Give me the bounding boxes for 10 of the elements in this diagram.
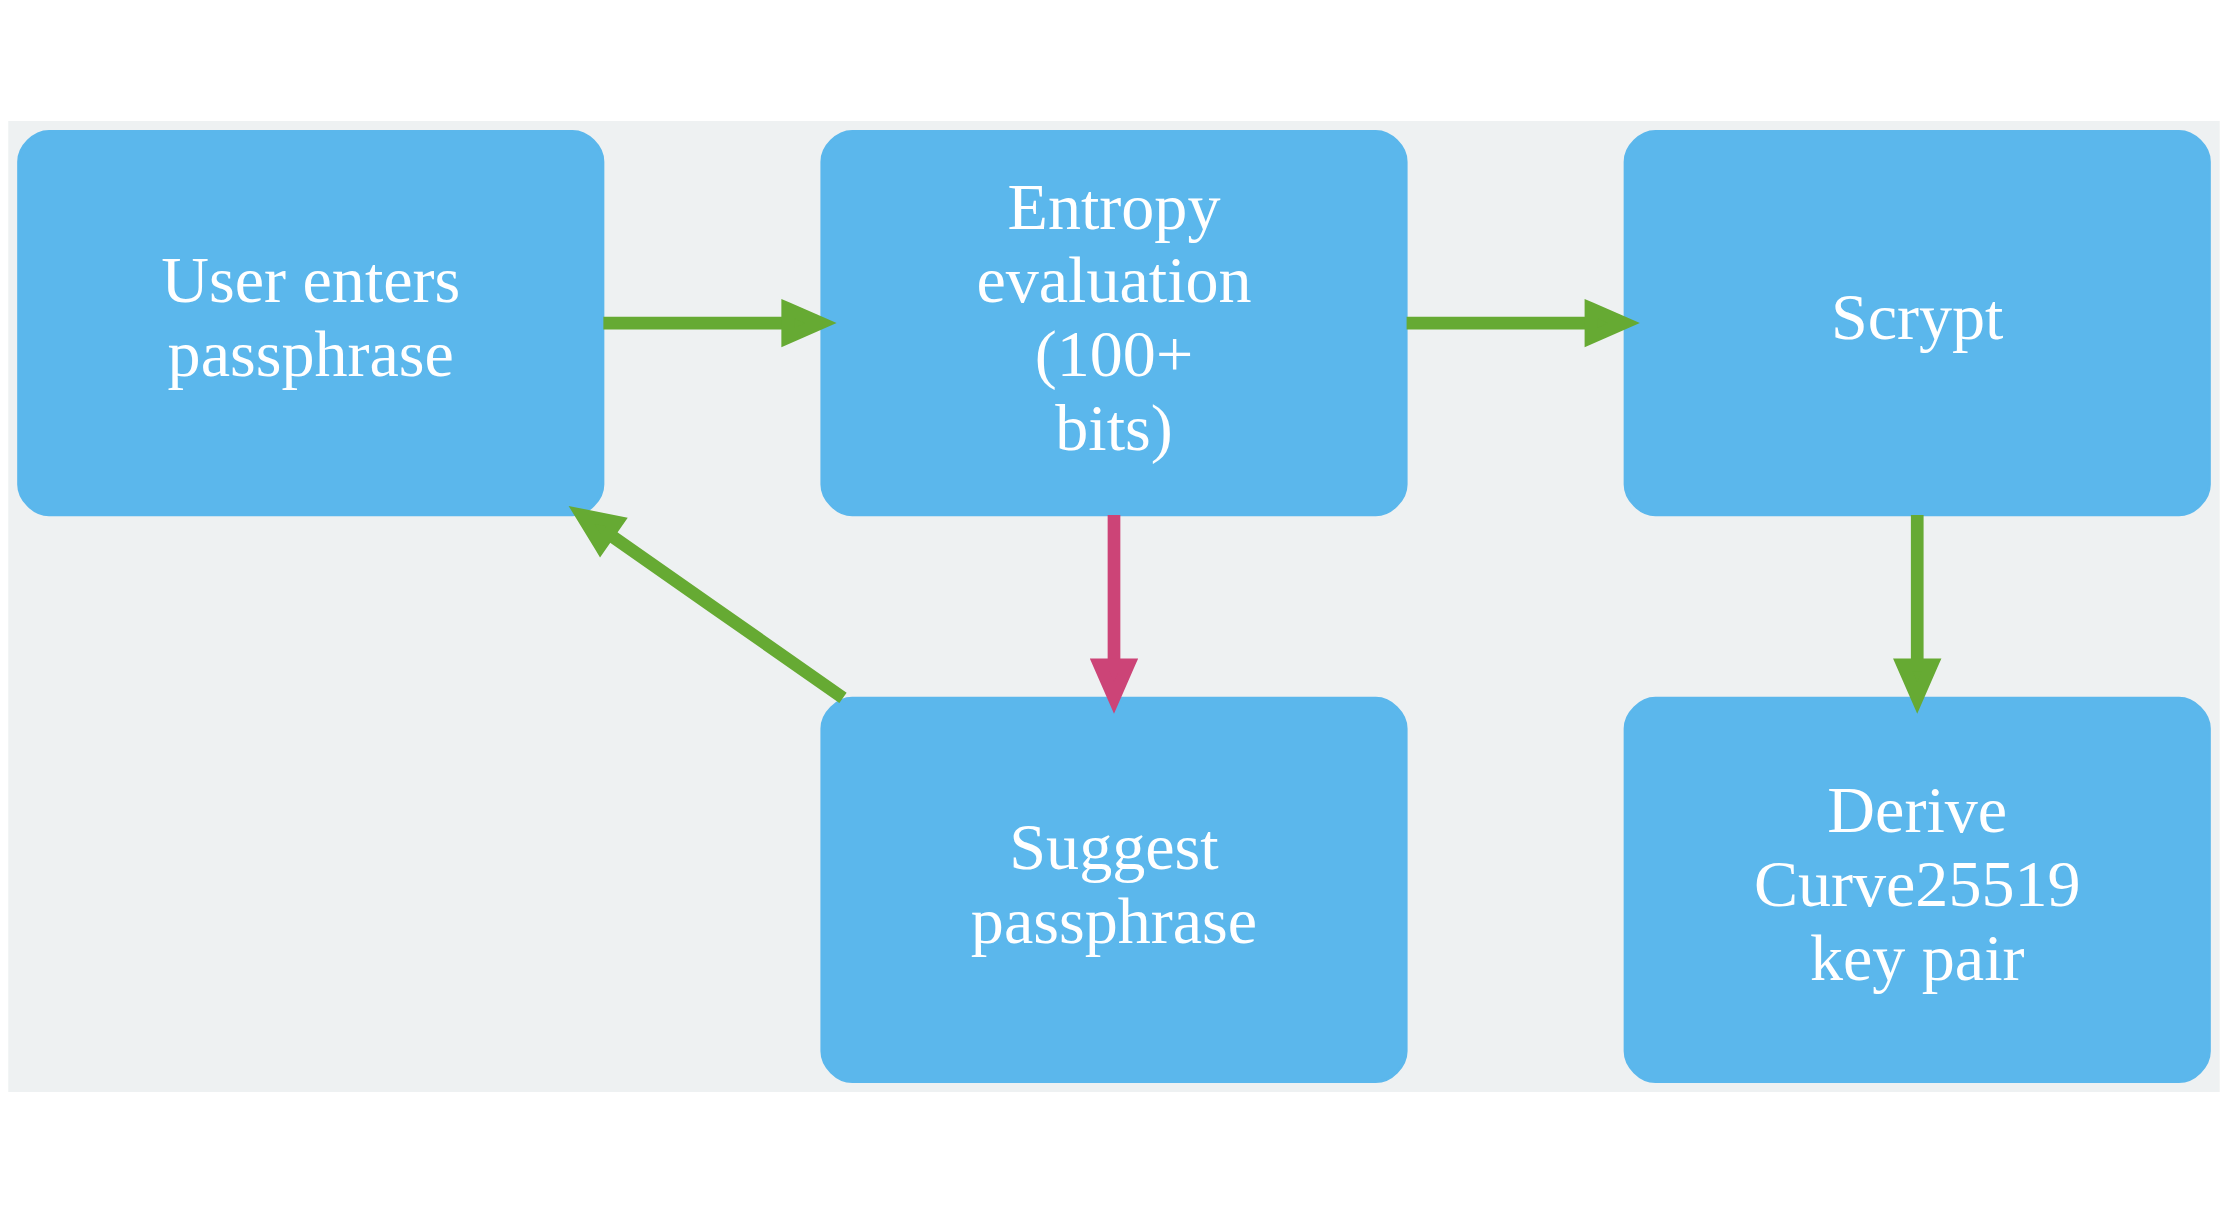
node-box: User enters passphrase xyxy=(17,129,605,517)
arrow xyxy=(1089,515,1139,714)
arrow xyxy=(1406,298,1640,348)
node-box: Scrypt xyxy=(1623,129,2211,517)
node-box: Suggest passphrase xyxy=(820,696,1408,1084)
arrow xyxy=(603,298,837,348)
arrow xyxy=(1893,515,1942,714)
arrow xyxy=(568,505,847,704)
node-box: Derive Curve25519 key pair xyxy=(1623,696,2211,1084)
node-box: Entropy evaluation (100+ bits) xyxy=(820,129,1408,517)
